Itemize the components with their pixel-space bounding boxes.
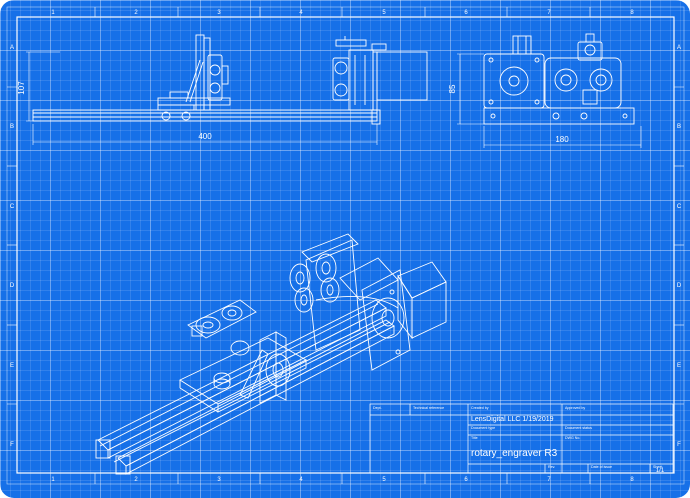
row-label-E: E <box>10 363 14 369</box>
dwg-no-label: DWG No. <box>565 436 580 440</box>
col-label-4: 4 <box>299 10 303 16</box>
tech-ref-label: Technical reference <box>413 406 444 410</box>
row-label-B: B <box>10 124 14 130</box>
row-label-A: A <box>10 45 14 51</box>
dim-side-length: 400 <box>198 132 212 141</box>
sheet-label: Sheet <box>653 465 662 469</box>
created-by-value: LensDigital LLC 1/19/2019 <box>471 416 554 423</box>
row-label-C: C <box>10 204 15 210</box>
doc-type-label: Document type <box>471 426 495 430</box>
col-label-bottom-7: 7 <box>547 477 551 483</box>
rev-label: Rev. <box>548 465 555 469</box>
row-label-right-E: E <box>677 363 681 369</box>
doc-status-label: Document status <box>565 426 592 430</box>
row-label-D: D <box>10 283 15 289</box>
side-view <box>32 34 428 125</box>
col-label-bottom-3: 3 <box>217 477 221 483</box>
dim-front-width: 180 <box>555 135 569 144</box>
isometric-view <box>95 233 447 475</box>
row-label-right-F: F <box>677 442 681 448</box>
row-label-right-D: D <box>677 283 682 289</box>
zone-ticks <box>7 7 684 484</box>
dim-front-height: 85 <box>448 84 457 93</box>
col-label-bottom-4: 4 <box>299 477 303 483</box>
side-dimensions <box>26 51 378 145</box>
col-label-bottom-8: 8 <box>630 477 634 483</box>
col-label-3: 3 <box>217 10 221 16</box>
created-by-label: Created by <box>471 406 489 410</box>
sheet-value: 1/1 <box>656 468 665 474</box>
outer-border <box>6 6 685 485</box>
col-label-2: 2 <box>134 10 138 16</box>
row-label-F: F <box>10 442 14 448</box>
col-label-7: 7 <box>547 10 551 16</box>
front-dimensions <box>457 53 642 148</box>
drawing-title: rotary_engraver R3 <box>471 448 558 459</box>
col-label-1: 1 <box>51 10 55 16</box>
row-label-right-C: C <box>677 204 682 210</box>
approved-by-label: Approved by <box>565 406 585 410</box>
row-label-right-A: A <box>677 45 681 51</box>
col-label-5: 5 <box>382 10 386 16</box>
dim-side-height: 107 <box>17 81 26 95</box>
front-view <box>483 33 635 125</box>
col-label-bottom-5: 5 <box>382 477 386 483</box>
title-block <box>369 403 674 474</box>
dept-label: Dept. <box>373 406 382 410</box>
col-label-6: 6 <box>464 10 468 16</box>
date-issue-label: Date of issue <box>591 465 612 469</box>
row-label-right-B: B <box>677 124 681 130</box>
title-label: Title <box>471 436 478 440</box>
col-label-8: 8 <box>630 10 634 16</box>
col-label-bottom-1: 1 <box>51 477 55 483</box>
col-label-bottom-2: 2 <box>134 477 138 483</box>
col-label-bottom-6: 6 <box>464 477 468 483</box>
